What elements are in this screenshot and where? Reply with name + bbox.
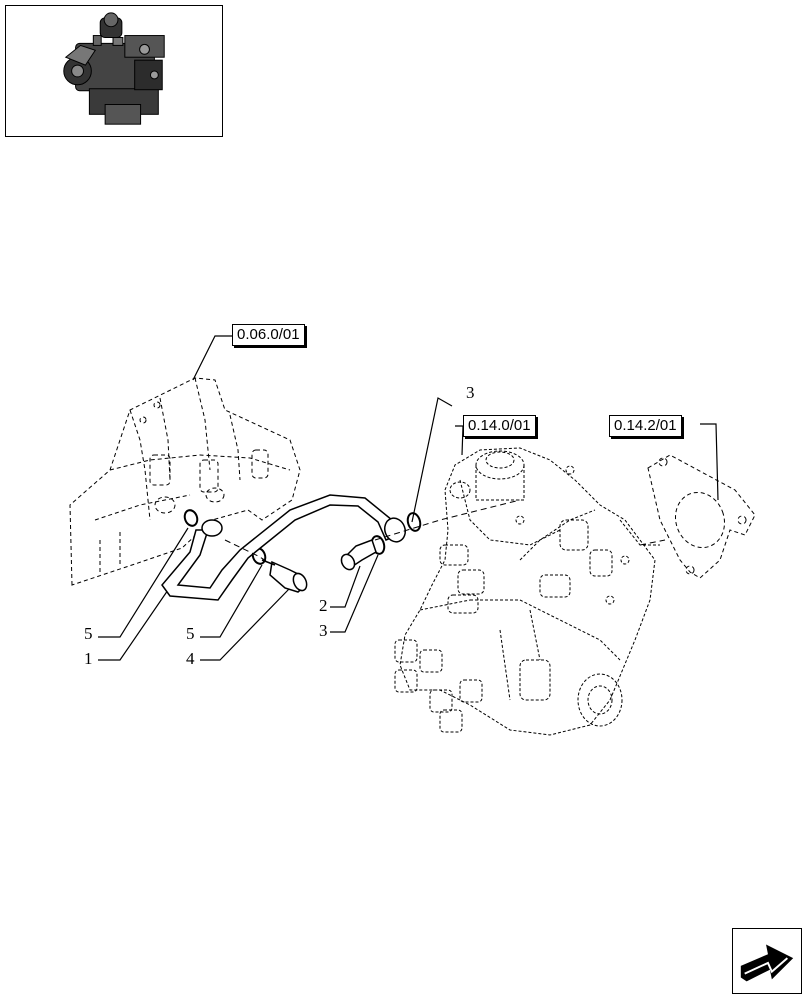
engine-thumbnail <box>5 5 223 137</box>
callout-5-mid: 5 <box>186 624 195 643</box>
leader-lines <box>98 335 719 661</box>
o-ring-left <box>183 509 199 527</box>
callout-2: 2 <box>319 596 328 615</box>
callout-1: 1 <box>84 649 93 668</box>
pump-gasket <box>647 454 756 579</box>
engine-block-outline <box>69 377 301 586</box>
callout-3-top: 3 <box>466 383 475 402</box>
next-page-button[interactable] <box>732 928 802 994</box>
callout-4: 4 <box>186 649 195 668</box>
callout-5-left: 5 <box>84 624 93 643</box>
reference-box-0-06[interactable]: 0.06.0/01 <box>232 324 305 346</box>
banjo-bolt <box>261 559 308 593</box>
injection-pump <box>394 447 660 736</box>
o-ring-right-top <box>406 512 422 532</box>
callout-3-bottom: 3 <box>319 621 328 640</box>
engine-icon <box>63 12 165 125</box>
next-page-arrow-icon <box>740 944 794 982</box>
reference-box-0-14-0[interactable]: 0.14.0/01 <box>463 415 536 437</box>
reference-box-0-14-2[interactable]: 0.14.2/01 <box>609 415 682 437</box>
banjo-bolt-2 <box>340 539 377 571</box>
